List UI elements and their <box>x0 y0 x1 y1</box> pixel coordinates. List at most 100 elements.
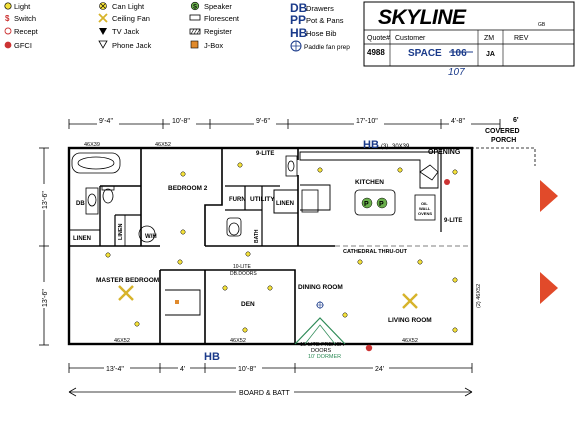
gfci-icon <box>365 344 373 352</box>
porch-covered: COVERED <box>485 128 520 135</box>
room-living: LIVING ROOM <box>388 317 432 324</box>
legend-florescent: Florescent <box>189 14 240 23</box>
dim-top-2: 10'-8" <box>172 118 190 125</box>
den-doors-note-1: 10-LITE <box>233 264 251 270</box>
nine-lite-door-kitchen: 9-LITE <box>444 218 462 224</box>
light-icon <box>177 259 183 265</box>
french-doors-note-2: DOORS <box>311 348 332 354</box>
receptacle-icon <box>4 27 12 35</box>
space-label: SPACE <box>408 48 442 59</box>
legend-light: Light <box>4 2 31 11</box>
dim-top-1: 9'-4" <box>99 118 113 125</box>
dim-top-3: 9'-6" <box>256 118 270 125</box>
window-46x52-den: 46X52 <box>230 338 246 344</box>
ovens-note-3: OVENS <box>418 211 432 216</box>
cathedral-note: CATHEDRAL THRU-OUT <box>343 249 408 255</box>
legend-label: Florescent <box>204 14 240 23</box>
gfci-icon <box>444 179 450 185</box>
kitchen-counter <box>299 151 439 189</box>
wall-ovens <box>414 194 436 221</box>
title-block: SKYLINE GB Quote# Customer ZM REV 4988 S… <box>363 1 575 78</box>
top-dimensions: 9'-4" 10'-8" 9'-6" 17'-10" 4'-8" <box>68 116 501 129</box>
legend-pots-pans: PP Pot & Pans <box>290 13 344 27</box>
legend-label: Light <box>14 2 31 11</box>
rev-label: REV <box>514 35 529 42</box>
drawers-abbr: DB <box>290 1 308 15</box>
legend-jbox: J-Box <box>190 40 223 50</box>
zm-value: JA <box>486 51 495 58</box>
light-icon <box>180 171 186 177</box>
window-right-wall: (2) 46X52 <box>476 284 482 308</box>
dim-left-1: 13'-6" <box>42 191 49 209</box>
board-batt-label: BOARD & BATT <box>239 390 291 397</box>
hose-bib-abbr: HB <box>290 26 308 40</box>
light-icon <box>397 167 403 173</box>
opening-label: OPENING <box>428 149 461 156</box>
bath2-toilet <box>226 217 242 237</box>
legend-recept: Recept <box>4 27 39 36</box>
board-batt: BOARD & BATT <box>68 387 473 397</box>
bottom-dimensions: 13'-4" 4' 10'-8" 24' <box>68 363 473 373</box>
light-icon <box>342 312 348 318</box>
light-icon <box>4 2 12 10</box>
register-icon <box>189 28 201 35</box>
room-den: DEN <box>241 301 255 308</box>
light-icon <box>180 229 186 235</box>
legend-can-light: Can Light <box>99 2 145 11</box>
brand-logo: SKYLINE <box>378 6 467 29</box>
room-furn: FURN <box>229 197 246 203</box>
light-icon <box>245 251 251 257</box>
window-size-top: 30X39 <box>392 144 410 150</box>
dim-top-5: 4'-8" <box>451 118 465 125</box>
den-doors-note-2: DB.DOORS <box>230 271 257 277</box>
ceiling-fan-icon <box>98 13 108 23</box>
light-icon <box>452 327 458 333</box>
hose-bib-bottom: HB <box>204 351 220 363</box>
switch-icon: $ <box>5 14 10 23</box>
ceiling-fan-icon <box>118 285 134 301</box>
quote-label: Quote# <box>367 35 390 42</box>
arrow-right-icon <box>540 180 558 212</box>
light-icon <box>267 285 273 291</box>
kitchen-island <box>354 189 396 216</box>
legend-label: Switch <box>14 14 36 23</box>
ovens-note-2: WALL <box>419 206 431 211</box>
svg-text:S: S <box>193 5 197 11</box>
light-icon <box>452 169 458 175</box>
dim-top-4: 17'-10" <box>356 118 378 125</box>
window-46x52-top: 46X52 <box>155 142 171 148</box>
room-linen-bath: LINEN <box>73 236 91 242</box>
light-icon <box>317 167 323 173</box>
hose-bib-top: HB <box>363 139 379 151</box>
electrical-symbols: P P <box>105 162 458 352</box>
toilet <box>102 188 114 204</box>
speaker-icon <box>190 1 200 11</box>
fixtures <box>71 151 439 243</box>
light-icon <box>242 327 248 333</box>
legend-label: Phone Jack <box>112 41 151 50</box>
legend-ceiling-fan: Ceiling Fan <box>98 13 150 23</box>
legend-label: Paddle fan prep <box>304 44 350 51</box>
water-heater-label: W/H <box>145 234 157 240</box>
legend-label: Recept <box>14 27 39 36</box>
room-utility: UTILITY <box>250 196 275 203</box>
porch-word: PORCH <box>491 137 516 144</box>
legend-label: Drawers <box>306 4 334 13</box>
legend-speaker: S Speaker <box>190 1 232 11</box>
legend-tv-jack: TV Jack <box>99 27 139 36</box>
french-doors <box>294 317 346 345</box>
vanity <box>85 187 99 215</box>
water-heater <box>138 225 156 243</box>
light-icon <box>357 259 363 265</box>
dim-bottom-3: 10'-8" <box>238 366 256 373</box>
window-46x39: 46X39 <box>84 142 100 148</box>
phone-jack-icon <box>98 40 108 49</box>
legend-drawers: DB Drawers <box>290 1 334 15</box>
legend-register: Register <box>189 27 232 36</box>
legend-switch: $ Switch <box>5 14 36 23</box>
light-icon <box>222 285 228 291</box>
gfci-icon <box>4 41 12 49</box>
quote-number: 4988 <box>367 48 385 57</box>
bathtub <box>71 152 121 174</box>
